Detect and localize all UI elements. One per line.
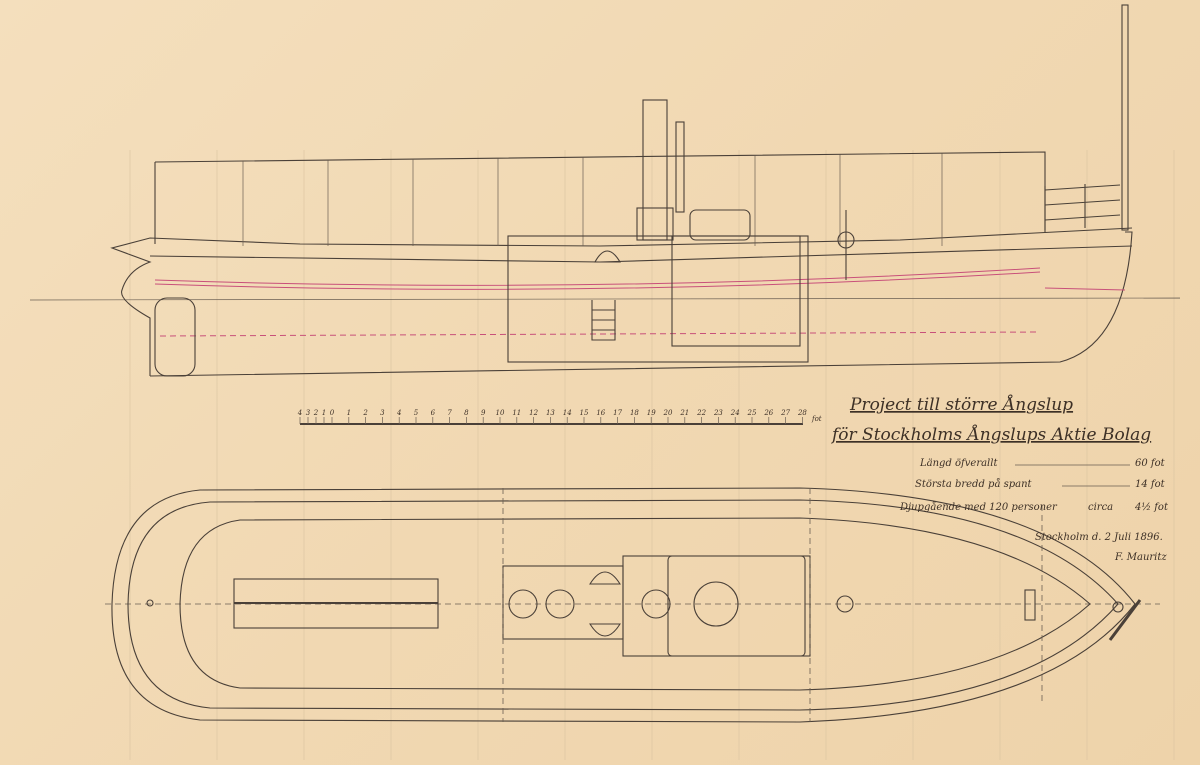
scale-tick-label: 27 (780, 409, 790, 417)
scale-tick-label: 8 (464, 409, 469, 417)
scale-tick-label: 20 (663, 409, 673, 417)
gunwale-outline (127, 499, 1119, 711)
scale-tick-label: 28 (797, 409, 807, 417)
scale-tick-label: 4 (297, 409, 302, 417)
scale-tick-label: 4 (396, 409, 401, 417)
title-line-1: Project till större Ångslup (849, 394, 1073, 415)
funnel-plan (641, 589, 671, 619)
stern-post-plan (146, 599, 154, 607)
spec-value-length: 60 fot (1135, 458, 1166, 469)
hatches-plan (589, 571, 621, 637)
scale-tick-label: 3 (380, 409, 385, 417)
scale-tick-label: 5 (414, 409, 419, 417)
scale-tick-label: 0 (330, 409, 335, 417)
scale-tick-label: 25 (747, 409, 757, 417)
scale-tick-label: 6 (431, 409, 436, 417)
scale-tick-label: 1 (322, 409, 326, 417)
steam-pipe (675, 121, 685, 213)
scale-tick-label: 7 (447, 409, 452, 417)
awning-stanchions (242, 153, 943, 246)
title-line-2: för Stockholms Ångslups Aktie Bolag (830, 424, 1151, 445)
hull-stern-and-deck (110, 227, 1133, 376)
sheer-line (149, 245, 1133, 263)
bow-railing (1044, 184, 1121, 232)
scale-tick-label: 15 (580, 409, 589, 417)
bow-bitt (1112, 601, 1124, 613)
awning-roof (154, 151, 1046, 244)
ladder (591, 300, 616, 341)
cylinder-2 (545, 589, 575, 619)
scale-tick-label: 23 (713, 409, 723, 417)
spec-label-draft: Djupgående med 120 personer (899, 501, 1058, 513)
bow-davit (1108, 599, 1142, 641)
engine-room-plan (502, 565, 624, 640)
red-line-lower (159, 331, 1041, 337)
rudder (154, 297, 196, 377)
plan-view (105, 487, 1160, 723)
waterline (29, 297, 1181, 301)
scale-tick-label: 12 (529, 409, 538, 417)
deck-outline (179, 517, 1091, 691)
red-line-upper-2 (154, 271, 1041, 290)
scale-tick-label: 2 (362, 409, 368, 417)
boiler-plan (693, 581, 739, 627)
steering-wheel-icon (837, 231, 855, 249)
steam-dome (689, 209, 751, 241)
scale-tick-label: 22 (696, 409, 706, 417)
scale-tick-label: 24 (730, 409, 740, 417)
spec-label-length: Längd öfverallt (919, 458, 998, 469)
scale-tick-label: 11 (512, 409, 521, 417)
scale-tick-label: 26 (763, 409, 773, 417)
scale-tick-label: 10 (496, 409, 505, 417)
spec-value-beam: 14 fot (1135, 479, 1166, 490)
spec-mid-draft: circa (1088, 502, 1113, 513)
funnel-base (636, 207, 674, 241)
scale-tick-label: 1 (347, 409, 351, 417)
scale-tick-label: 3 (306, 409, 311, 417)
scale-unit: fot (811, 415, 822, 423)
steering-wheel-plan-icon (836, 595, 854, 613)
scale-tick-label: 16 (596, 409, 605, 417)
scale-tick-label: 21 (679, 409, 689, 417)
scale-tick-label: 18 (630, 409, 639, 417)
scale-tick-label: 14 (563, 409, 572, 417)
scale-tick-label: 19 (647, 409, 656, 417)
bow-hatch (1024, 589, 1036, 621)
flagstaff (1121, 4, 1129, 231)
scale-tick-label: 17 (613, 409, 622, 417)
hull-outline (111, 487, 1136, 723)
title-block: Project till större Ångslup för Stockhol… (830, 394, 1169, 563)
red-line-upper (154, 267, 1041, 286)
spec-label-beam: Största bredd på spant (915, 478, 1033, 490)
side-elevation (29, 4, 1181, 377)
funnel (642, 99, 668, 241)
place-date: Stockholm d. 2 Juli 1896. (1035, 532, 1163, 543)
hull-bottom (149, 231, 1133, 377)
boiler-casing-plan (667, 555, 806, 657)
signature: F. Mauritz (1114, 552, 1167, 563)
spec-value-draft: 4½ fot (1134, 502, 1169, 513)
red-line-bow (1044, 287, 1126, 291)
scale-tick-label: 2 (313, 409, 319, 417)
cylinder-1 (508, 589, 538, 619)
scale-tick-label: 9 (481, 409, 486, 417)
engine-house (507, 235, 809, 363)
scale-tick-label: 13 (546, 409, 555, 417)
hatch (594, 250, 621, 263)
grid-lines (129, 150, 1175, 760)
boiler-casing (671, 235, 801, 347)
boiler-room-plan (622, 555, 811, 657)
